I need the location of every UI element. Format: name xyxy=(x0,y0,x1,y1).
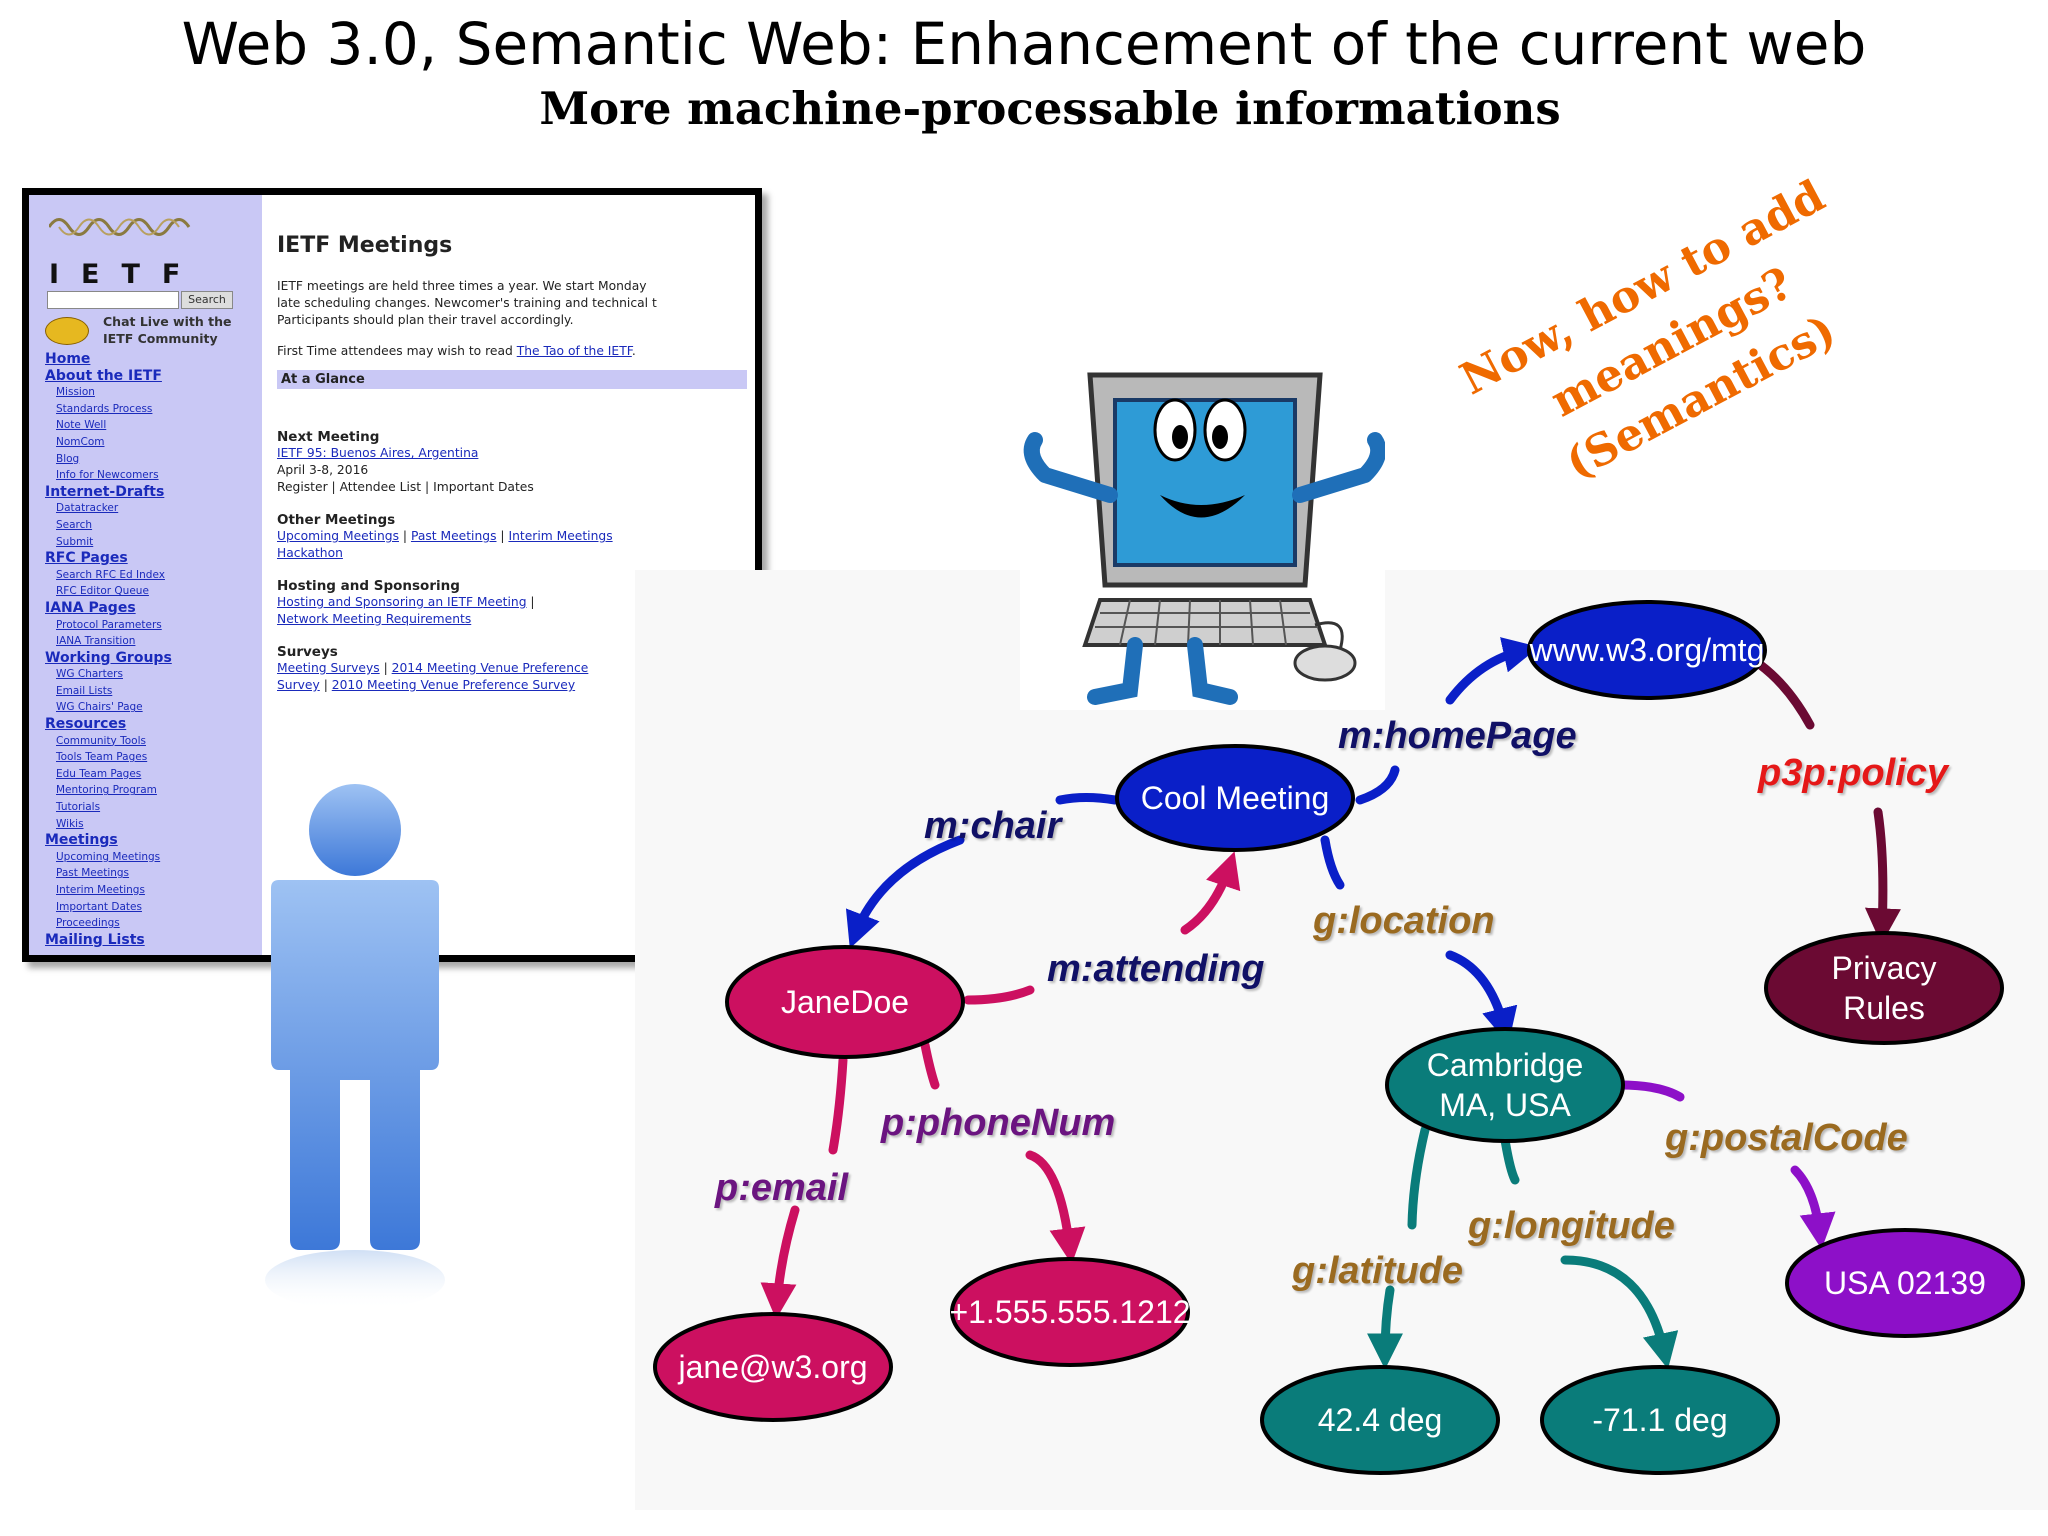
node-cambridge: Cambridge MA, USA xyxy=(1387,1043,1623,1127)
label-attending: m:attending xyxy=(1047,948,1264,991)
node-phone: +1.555.555.1212 xyxy=(952,1272,1188,1352)
node-janedoe: JaneDoe xyxy=(727,962,963,1042)
label-location: g:location xyxy=(1313,900,1495,943)
node-latitude-value: 42.4 deg xyxy=(1262,1380,1498,1460)
label-postal: g:postalCode xyxy=(1665,1117,1908,1160)
node-usa: USA 02139 xyxy=(1787,1243,2023,1323)
node-cool-meeting: Cool Meeting xyxy=(1117,758,1353,838)
label-chair: m:chair xyxy=(924,805,1061,848)
node-w3: www.w3.org/mtg xyxy=(1529,610,1765,690)
label-email: p:email xyxy=(715,1167,848,1210)
label-longitude: g:longitude xyxy=(1468,1205,1675,1248)
label-policy: p3p:policy xyxy=(1758,752,1948,795)
node-longitude-value: -71.1 deg xyxy=(1542,1380,1778,1460)
label-phone: p:phoneNum xyxy=(881,1102,1115,1145)
label-latitude: g:latitude xyxy=(1292,1250,1463,1293)
node-privacy-rules: Privacy Rules xyxy=(1766,946,2002,1030)
label-homepage: m:homePage xyxy=(1338,715,1577,758)
node-email: jane@w3.org xyxy=(655,1327,891,1407)
